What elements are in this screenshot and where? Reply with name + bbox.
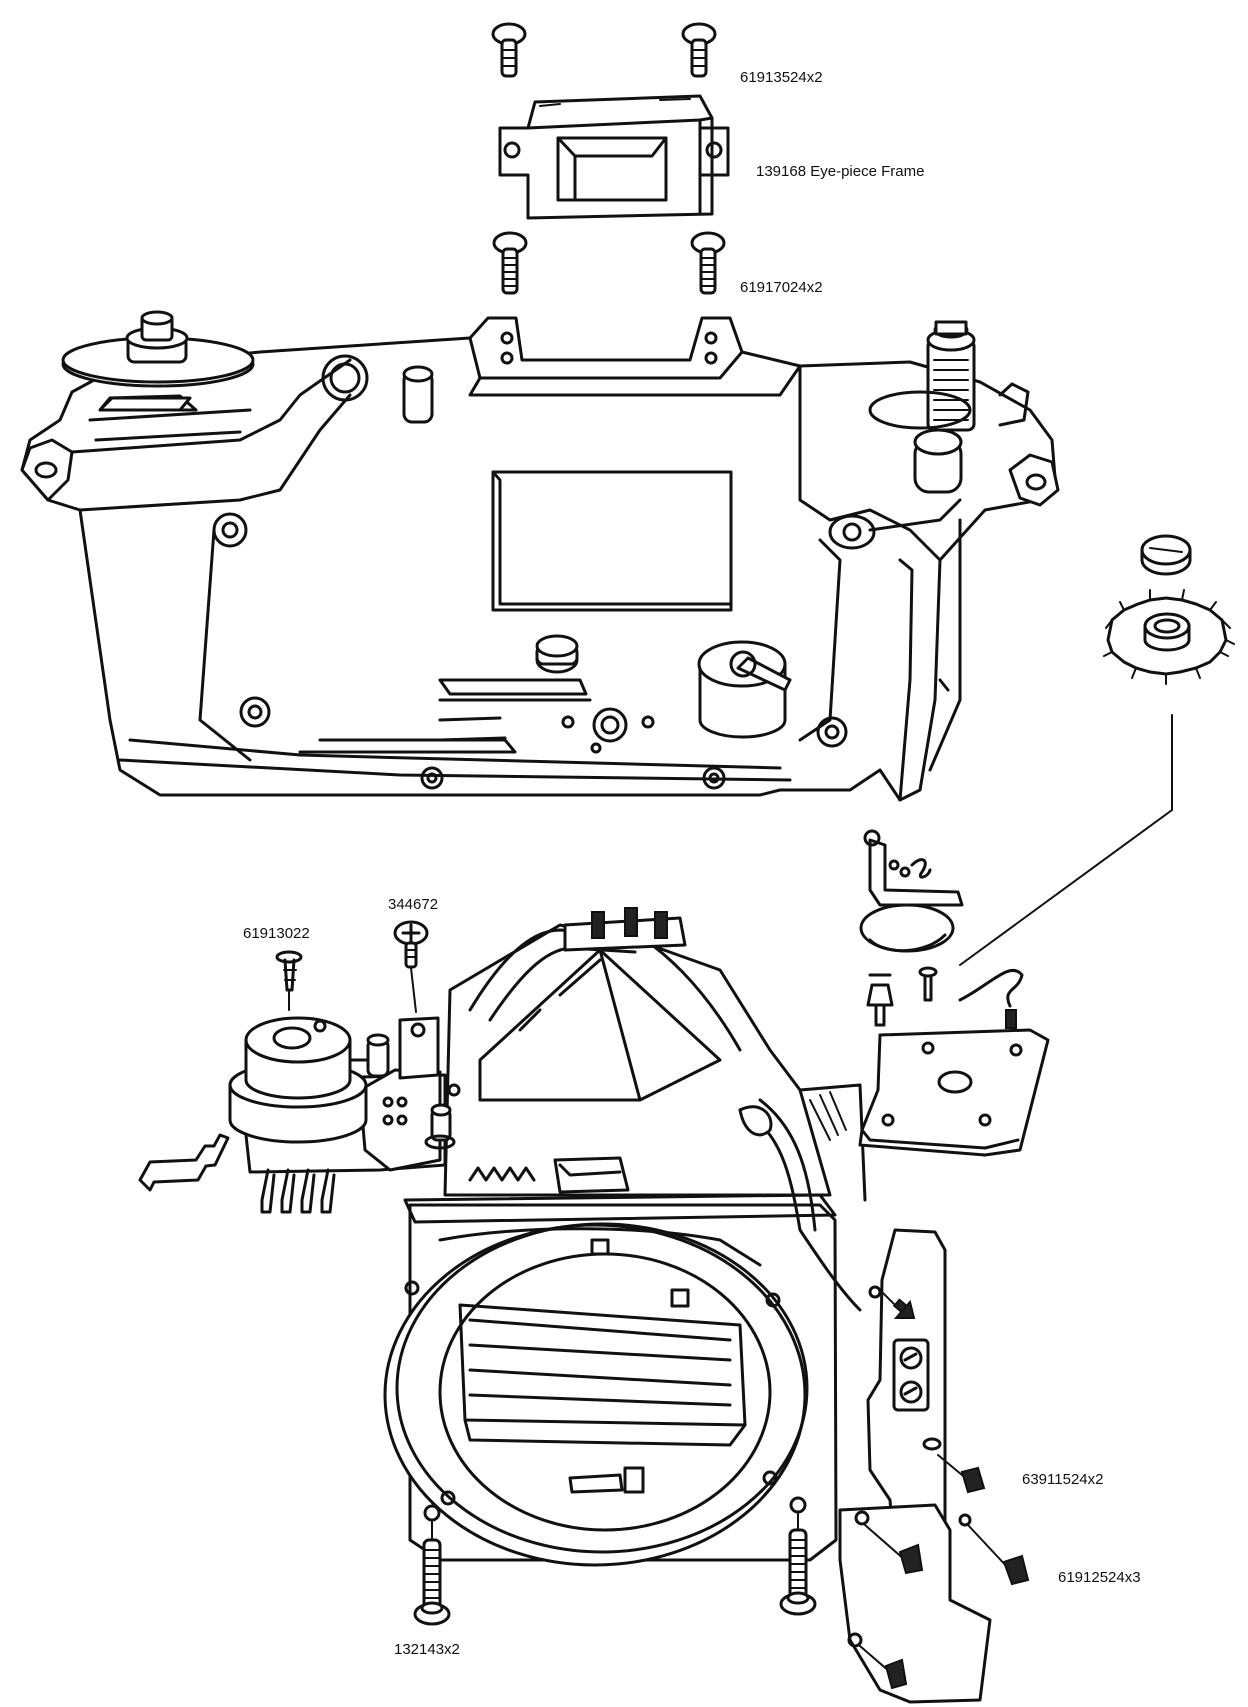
screw-plate-top — [879, 1289, 916, 1319]
screw-top-left — [491, 22, 527, 78]
label-screw-61913022: 61913022 — [243, 925, 310, 942]
screw-61912524-b — [967, 1524, 1030, 1586]
screw-top-right — [681, 22, 717, 78]
screw-61912524-c — [859, 1645, 908, 1690]
label-screw-344672: 344672 — [388, 896, 438, 913]
gear-leader — [959, 714, 1173, 966]
top-screws — [491, 22, 717, 78]
screw-61913022 — [275, 950, 303, 1011]
label-screw-61912524: 61912524x3 — [1058, 1569, 1141, 1586]
right-lower-plate — [838, 1228, 1030, 1704]
bottom-screw-left — [413, 1521, 451, 1626]
screw-upper-left — [492, 231, 528, 295]
screw-63911524-a — [937, 1454, 986, 1494]
label-screw-63911524: 63911524x2 — [1022, 1471, 1103, 1488]
label-screw-132143: 132143x2 — [394, 1641, 460, 1658]
screw-61912524-a — [864, 1524, 924, 1575]
top-cover — [20, 310, 1060, 802]
eyepiece-frame — [498, 94, 730, 220]
screw-344672 — [393, 920, 429, 1013]
left-switch-assembly — [138, 1016, 461, 1214]
bottom-screw-right — [779, 1513, 817, 1616]
screw-upper-right — [690, 231, 726, 295]
sprocket-gear — [1103, 534, 1235, 685]
upper-screws — [492, 231, 726, 295]
label-screw-upper: 61917024x2 — [740, 279, 823, 296]
label-eyepiece-frame: 139168 Eye-piece Frame — [756, 163, 924, 180]
label-screw-top: 61913524x2 — [740, 69, 823, 86]
right-plate-assembly — [858, 829, 1050, 1157]
mirror-box — [383, 907, 867, 1567]
